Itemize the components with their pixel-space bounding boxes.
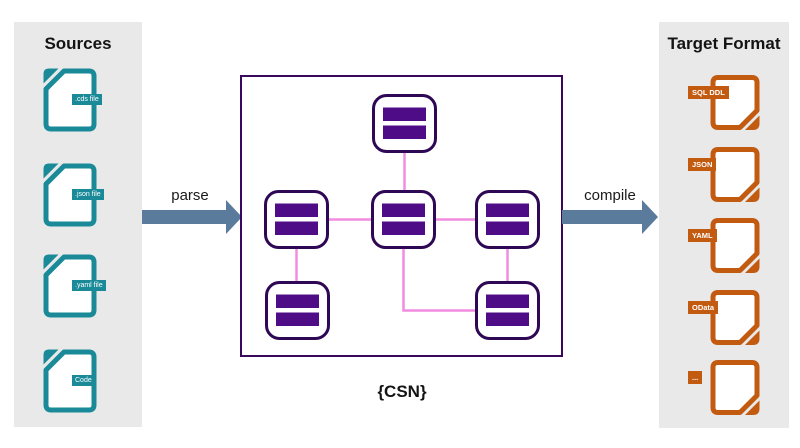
entity-graph: [264, 94, 540, 340]
format-badge: ...: [688, 371, 703, 384]
document-icon: [710, 147, 760, 203]
entity-node-top: [372, 94, 437, 153]
target-file-odata: OData: [688, 290, 760, 351]
entity-node-left: [264, 190, 329, 249]
target-format-panel: Target Format SQL DDL JSON YAML OData ..: [659, 22, 789, 428]
source-file-cds: .cds file: [43, 68, 102, 137]
format-badge: SQL DDL: [688, 86, 729, 99]
entity-node-center: [371, 190, 436, 249]
sources-header: Sources: [44, 34, 112, 53]
document-icon: [710, 290, 760, 346]
target-file-json: JSON: [688, 147, 760, 208]
format-badge: JSON: [688, 158, 717, 171]
file-type-badge: .cds file: [72, 94, 102, 105]
format-badge: OData: [688, 301, 719, 314]
document-icon: [710, 360, 760, 416]
file-type-badge: Code: [72, 375, 95, 386]
target-file-sql-ddl: SQL DDL: [688, 75, 760, 136]
csn-label: {CSN}: [377, 382, 427, 401]
entity-node-bottom-left: [265, 281, 330, 340]
target-file-yaml: YAML: [688, 218, 760, 279]
source-file-json: .json file: [43, 163, 104, 232]
compile-label: compile: [584, 187, 636, 204]
target-format-header: Target Format: [667, 34, 781, 53]
target-file-other: ...: [688, 360, 760, 421]
csn-model-box: [240, 75, 563, 357]
format-badge: YAML: [688, 229, 717, 242]
source-file-code: Code: [43, 349, 97, 418]
sources-panel: Sources .cds file .json file .yaml file …: [14, 22, 142, 427]
document-icon: [710, 218, 760, 274]
source-file-yaml: .yaml file: [43, 254, 106, 323]
relation-edges: [295, 153, 509, 312]
parse-arrow-icon: [142, 200, 242, 234]
file-type-badge: .json file: [72, 189, 104, 200]
entity-node-bottom-right: [475, 281, 540, 340]
parse-label: parse: [171, 187, 209, 204]
document-icon: [710, 75, 760, 131]
entity-node-right: [475, 190, 540, 249]
file-type-badge: .yaml file: [72, 280, 106, 291]
compile-arrow-icon: [562, 200, 658, 234]
